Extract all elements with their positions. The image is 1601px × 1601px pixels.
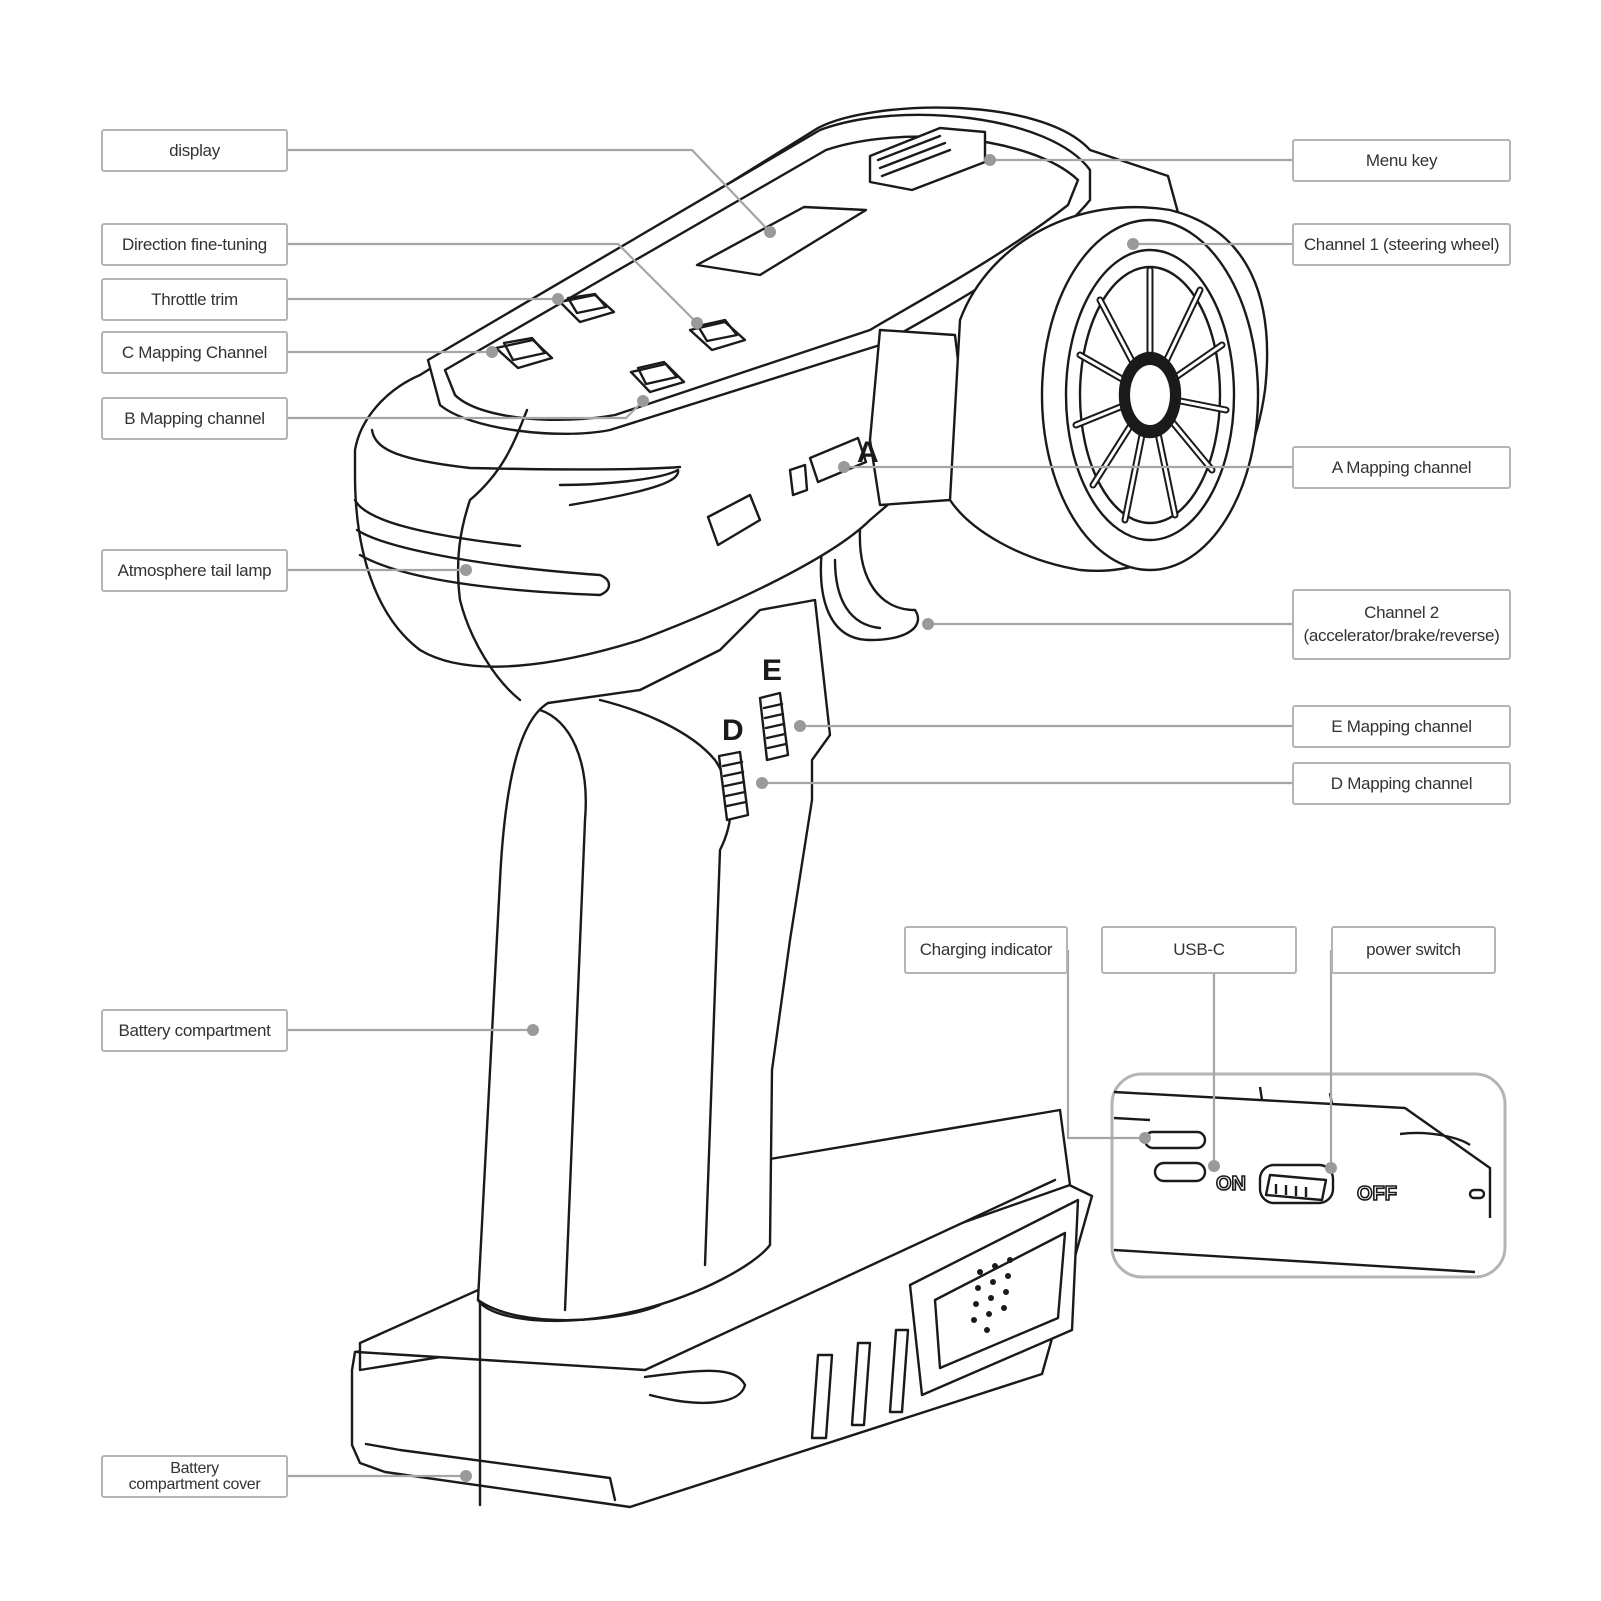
callout-dots: [460, 154, 1337, 1482]
label-atmosphere-tail-lamp-text: Atmosphere tail lamp: [117, 560, 272, 580]
label-channel-2-line1: Channel 2: [1364, 602, 1439, 622]
label-usb-c-text: USB-C: [1173, 940, 1225, 960]
dot-d-mapping: [756, 777, 768, 789]
label-direction-fine-tuning: Direction fine-tuning: [101, 223, 288, 266]
label-menu-key: Menu key: [1292, 139, 1511, 182]
label-battery-cover: Battery compartment cover: [101, 1455, 288, 1498]
leader-display: [288, 148, 771, 233]
marking-on: ON: [1216, 1173, 1246, 1195]
label-c-mapping-text: C Mapping Channel: [121, 342, 268, 362]
dot-direction-fine-tuning: [691, 317, 703, 329]
label-d-mapping: D Mapping channel: [1292, 762, 1511, 805]
label-a-mapping: A Mapping channel: [1292, 446, 1511, 489]
label-menu-key-text: Menu key: [1365, 150, 1438, 170]
dot-menu-key: [984, 154, 996, 166]
transmitter-illustration: [350, 106, 1269, 1509]
label-d-mapping-text: D Mapping channel: [1330, 773, 1473, 793]
dot-battery-cover: [460, 1470, 472, 1482]
label-display-text: display: [169, 140, 220, 160]
label-display: display: [101, 129, 288, 172]
dot-usb-c: [1208, 1160, 1220, 1172]
label-power-switch-text: power switch: [1366, 940, 1461, 960]
label-charging-indicator: Charging indicator: [904, 926, 1068, 974]
label-battery-cover-line1: Battery: [170, 1460, 219, 1478]
label-atmosphere-tail-lamp: Atmosphere tail lamp: [101, 549, 288, 592]
leader-b-mapping: [288, 400, 644, 420]
label-channel-2: Channel 2 (accelerator/brake/reverse): [1292, 589, 1511, 660]
label-charging-indicator-text: Charging indicator: [919, 940, 1053, 960]
label-usb-c: USB-C: [1101, 926, 1297, 974]
label-direction-fine-tuning-text: Direction fine-tuning: [122, 234, 267, 254]
label-a-mapping-text: A Mapping channel: [1331, 457, 1472, 477]
speaker-grille: [971, 1257, 1013, 1333]
marking-d: D: [722, 714, 744, 747]
dot-channel-1: [1127, 238, 1139, 250]
dot-battery-compartment: [527, 1024, 539, 1036]
label-e-mapping-text: E Mapping channel: [1331, 716, 1472, 736]
marking-a: A: [857, 436, 879, 469]
side-rollers: [717, 691, 790, 822]
label-e-mapping: E Mapping channel: [1292, 705, 1511, 748]
dot-charging-indicator: [1139, 1132, 1151, 1144]
device-markings: A E D: [722, 436, 879, 747]
display-and-trims: [494, 126, 987, 394]
steering-wheel: [868, 205, 1269, 573]
label-power-switch: power switch: [1331, 926, 1496, 974]
dot-atmosphere-tail-lamp: [460, 564, 472, 576]
leader-lines: [288, 148, 1333, 1478]
marking-off: OFF: [1357, 1183, 1397, 1205]
label-battery-cover-line2: compartment cover: [128, 1475, 261, 1493]
leader-direction-fine-tuning: [288, 242, 698, 324]
label-b-mapping-text: B Mapping channel: [124, 408, 265, 428]
dot-throttle-trim: [552, 293, 564, 305]
dot-power-switch: [1325, 1162, 1337, 1174]
label-battery-compartment-text: Battery compartment: [118, 1020, 271, 1040]
connector-inset: ON OFF: [1110, 1072, 1507, 1279]
label-throttle-trim-text: Throttle trim: [151, 289, 238, 309]
dot-e-mapping: [794, 720, 806, 732]
dot-a-mapping: [838, 461, 850, 473]
label-b-mapping: B Mapping channel: [101, 397, 288, 440]
label-channel-2-line2: (accelerator/brake/reverse): [1303, 625, 1500, 645]
marking-e: E: [762, 654, 782, 687]
dot-channel-2: [922, 618, 934, 630]
leader-charging-indicator: [1066, 950, 1145, 1140]
dot-c-mapping: [486, 346, 498, 358]
label-c-mapping: C Mapping Channel: [101, 331, 288, 374]
label-throttle-trim: Throttle trim: [101, 278, 288, 321]
dot-display: [764, 226, 776, 238]
label-channel-1: Channel 1 (steering wheel): [1292, 223, 1511, 266]
label-channel-1-text: Channel 1 (steering wheel): [1303, 234, 1500, 254]
label-battery-compartment: Battery compartment: [101, 1009, 288, 1052]
dot-b-mapping: [637, 395, 649, 407]
